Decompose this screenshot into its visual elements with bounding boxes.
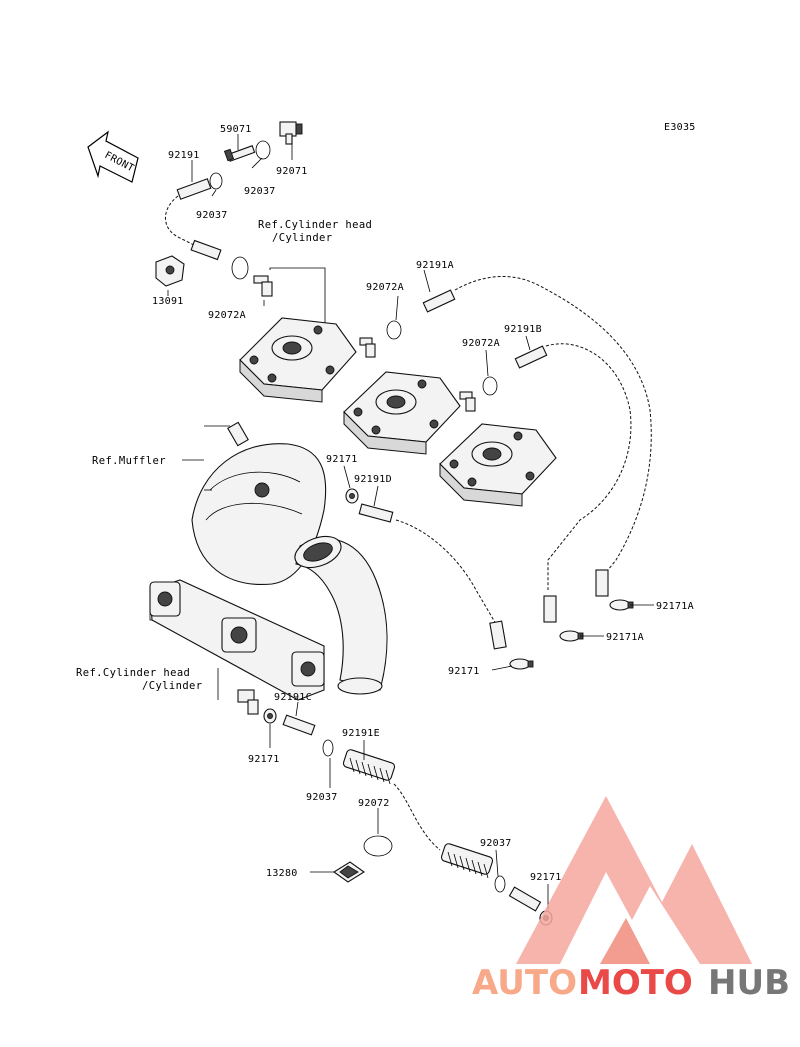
label-92191e: 92191E — [342, 728, 380, 739]
label-92037-bottom: 92037 — [480, 838, 512, 849]
block-13091-part — [155, 255, 185, 287]
hose-route-lower — [393, 783, 441, 851]
ref-muffler: Ref.Muffler — [92, 455, 166, 467]
clip-92072a-3-part — [482, 376, 498, 396]
clip-92037-upper-part — [255, 140, 271, 160]
cylinder-head-1 — [239, 317, 357, 403]
diagram-code: E3035 — [664, 122, 696, 133]
clamp-92171-mid-part — [509, 658, 534, 670]
label-92171-lower: 92171 — [248, 754, 280, 765]
elbow-lower-part — [237, 689, 259, 715]
clip-92072a-2-part — [386, 320, 402, 340]
label-92171-mid: 92171 — [448, 666, 480, 677]
cylinder-head-3 — [439, 423, 557, 507]
muffler-body — [191, 421, 327, 586]
label-92072: 92072 — [358, 798, 390, 809]
clamp-92171a-2-part — [559, 630, 584, 642]
hose-92191a-part — [422, 289, 456, 313]
pad-13280-part — [333, 861, 365, 883]
hose-92191d-end-part — [489, 620, 507, 650]
clip-ring-part — [231, 256, 249, 280]
hose-short-bottom-part — [508, 886, 542, 912]
clamp-92171a-1-part — [609, 599, 634, 611]
exhaust-manifold — [149, 579, 325, 701]
watermark-text: AUTO MOTO HUB — [472, 963, 790, 1003]
ref-cylinder-head-bottom-line1: Ref.Cylinder head — [76, 667, 190, 679]
hose-92191b-route — [545, 343, 632, 590]
label-92072a-1: 92072A — [208, 310, 246, 321]
clip-92072-part — [363, 835, 393, 857]
elbow-92072a-1-part — [253, 275, 273, 297]
label-92072a-2: 92072A — [366, 282, 404, 293]
front-arrow-icon: FRONT — [87, 130, 139, 183]
watermark-logo-icon — [516, 796, 752, 964]
cylinder-head-2 — [343, 371, 461, 455]
label-92191b: 92191B — [504, 324, 542, 335]
label-92072a-3: 92072A — [462, 338, 500, 349]
hose-92191d-route — [395, 519, 497, 625]
clamp-92171-lower-part — [263, 708, 277, 724]
ref-cylinder-head-top-line2: /Cylinder — [272, 232, 333, 244]
hose-end-part — [190, 239, 222, 261]
fitting-92071-part — [279, 121, 303, 145]
label-92191d: 92191D — [354, 474, 392, 485]
hose-lower-2-part — [440, 843, 494, 879]
hose-92191a-route — [454, 275, 652, 581]
watermark-auto: AUTO — [472, 963, 577, 1003]
hose-end-b-part — [543, 595, 557, 623]
ref-cylinder-head-top-line1: Ref.Cylinder head — [258, 219, 372, 231]
hose-92191e-part — [342, 749, 396, 785]
label-13280: 13280 — [266, 868, 298, 879]
bolt-59071-part — [223, 145, 256, 162]
clip-92037-bottom-part — [494, 875, 506, 893]
clip-92037-lower-part — [322, 739, 334, 757]
ref-bracket-top — [269, 267, 326, 325]
elbow-92072a-3-part — [459, 391, 476, 412]
label-13091: 13091 — [152, 296, 184, 307]
clip-92037-left-part — [209, 172, 223, 190]
label-92191a: 92191A — [416, 260, 454, 271]
elbow-92072a-2-part — [359, 337, 376, 358]
hose-end-a-part — [595, 569, 609, 597]
label-92071: 92071 — [276, 166, 308, 177]
label-92191: 92191 — [168, 150, 200, 161]
label-59071: 59071 — [220, 124, 252, 135]
hose-92191-part — [176, 178, 212, 200]
label-92191c: 92191C — [274, 692, 312, 703]
hose-route-1 — [165, 195, 197, 247]
leader-lines — [167, 134, 654, 910]
label-92171a-2: 92171A — [606, 632, 644, 643]
watermark-hub: HUB — [708, 963, 790, 1003]
label-92037-upper: 92037 — [244, 186, 276, 197]
hose-92191b-part — [514, 345, 548, 369]
ref-cylinder-head-bottom-line2: /Cylinder — [142, 680, 203, 692]
label-92171-bottom: 92171 — [530, 872, 562, 883]
watermark-moto: MOTO — [578, 963, 693, 1003]
label-92171-upper: 92171 — [326, 454, 358, 465]
muffler-outlet-pipe — [294, 535, 388, 695]
hose-92191d-part — [358, 503, 394, 523]
label-92171a-1: 92171A — [656, 601, 694, 612]
label-92037-left: 92037 — [196, 210, 228, 221]
clamp-92171-upper-part — [345, 488, 359, 504]
label-92037-lower: 92037 — [306, 792, 338, 803]
hose-92191c-part — [282, 714, 316, 736]
